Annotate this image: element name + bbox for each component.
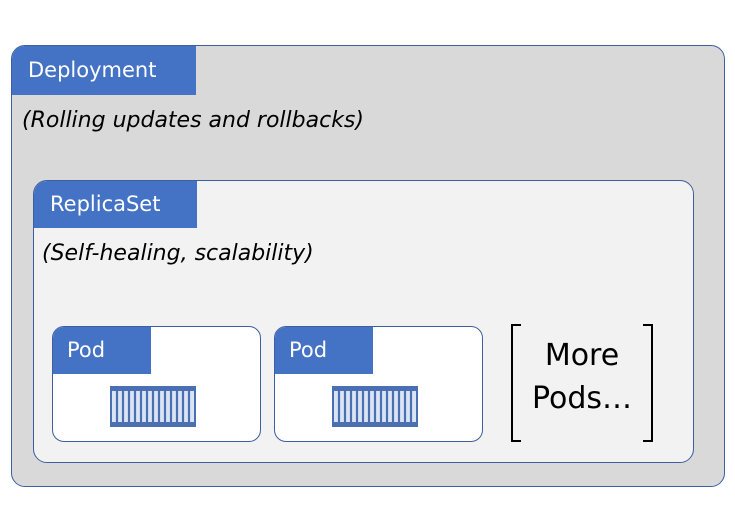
- pod-box: Pod: [52, 326, 261, 442]
- more-pods-line1: More: [544, 338, 620, 373]
- replicaset-label: ReplicaSet: [34, 181, 197, 228]
- container-icon: [332, 386, 418, 427]
- deployment-caption: (Rolling updates and rollbacks): [22, 108, 364, 133]
- more-pods-group: More Pods…: [509, 322, 655, 444]
- pod-label: Pod: [53, 327, 151, 374]
- more-pods-text: More Pods…: [509, 334, 655, 420]
- pod-box: Pod: [274, 326, 483, 442]
- container-icon: [110, 386, 196, 427]
- pod-label: Pod: [275, 327, 373, 374]
- replicaset-caption: (Self-healing, scalability): [42, 241, 314, 266]
- deployment-box: Deployment (Rolling updates and rollback…: [11, 45, 725, 487]
- bracket-icon: [511, 324, 653, 442]
- deployment-label: Deployment: [12, 46, 196, 95]
- more-pods-line2: Pods…: [531, 381, 633, 416]
- replicaset-box: ReplicaSet (Self-healing, scalability) P…: [33, 180, 694, 463]
